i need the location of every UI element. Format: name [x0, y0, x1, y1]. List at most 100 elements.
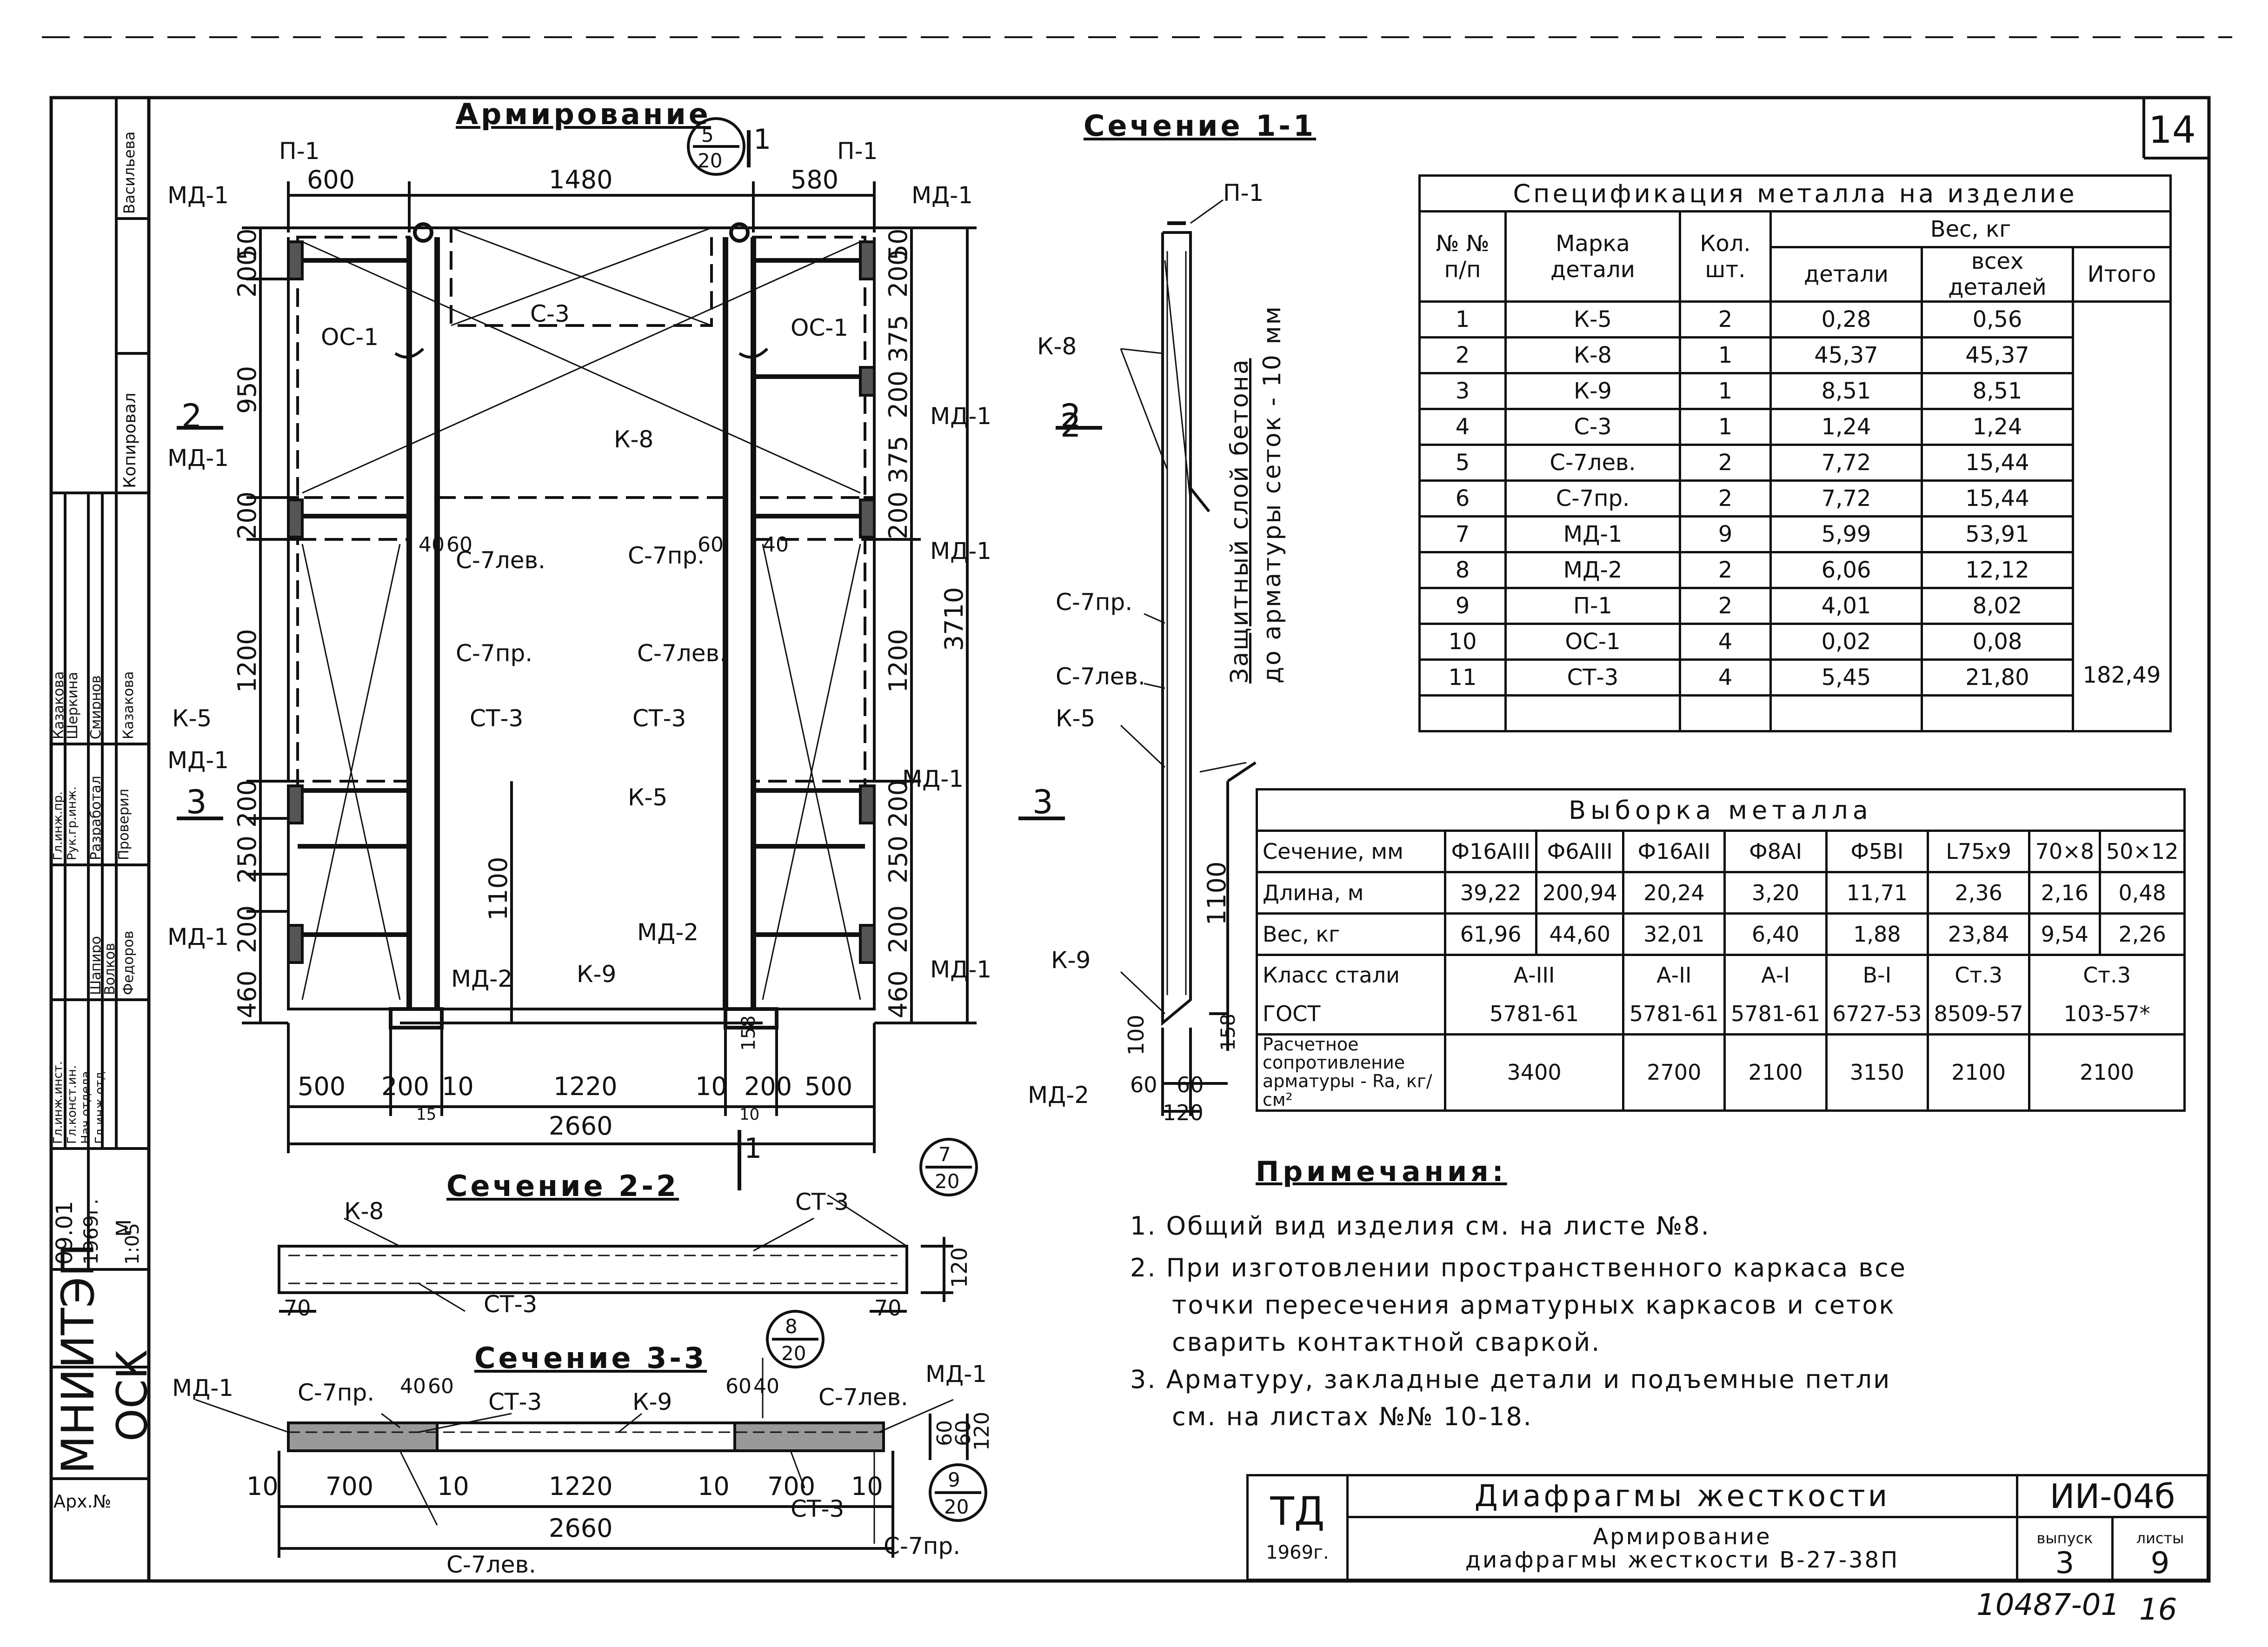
spec-cell: МД-2	[1504, 551, 1681, 589]
mark-md1-tl: МД-1	[167, 182, 229, 209]
dim-bottom-10-l: 10	[442, 1072, 474, 1101]
spec-cell: 0,08	[1921, 623, 2074, 661]
spec-cell: С-3	[1504, 408, 1681, 446]
strip-name-2: Смирнов	[88, 675, 104, 739]
s33-dim-120: 120	[970, 1412, 994, 1451]
callout-5-den: 20	[698, 149, 723, 172]
s11-mark-k5: К-5	[1056, 705, 1096, 732]
vyb-resist-3: 3150	[1825, 1033, 1929, 1112]
tb-issue: 3	[2055, 1546, 2075, 1581]
mark-k5-left: К-5	[172, 705, 212, 732]
mark-oc1-right: ОС-1	[791, 314, 849, 341]
s22-dim-120: 120	[947, 1247, 972, 1288]
vyb-resist-2: 2100	[1723, 1033, 1828, 1112]
s11-dim-60b: 60	[1177, 1072, 1204, 1097]
section-mark-2-left: 2	[181, 397, 202, 435]
dim-top-right: 580	[791, 165, 839, 194]
dim-right-460: 460	[884, 970, 913, 1018]
dim-right-200c: 200	[884, 491, 913, 539]
vyborka-row-length: Длина, м	[1256, 871, 1446, 915]
spec-cell: 2	[1418, 336, 1507, 374]
dim-bottom-500-l: 500	[298, 1072, 346, 1101]
vyb-gost-1: 5781-61	[1629, 1001, 1719, 1026]
s11-section-mark-2: 2	[1060, 406, 1081, 445]
spec-header-mark: Марка детали	[1504, 210, 1681, 303]
dim-left-200a: 200	[233, 249, 262, 298]
callout-7-den: 20	[935, 1170, 960, 1193]
dim-right-200b: 200	[884, 370, 913, 418]
dim-right-375a: 375	[884, 314, 913, 363]
dim-right-1200: 1200	[884, 629, 913, 693]
vyb-resist-1: 2700	[1622, 1033, 1726, 1112]
vyborka-weights-cell: 9,54	[2028, 912, 2102, 956]
spec-cell: 1	[1679, 336, 1772, 374]
spec-cell: МД-1	[1504, 515, 1681, 553]
vyb-class-3: В-I	[1862, 963, 1892, 988]
callout-7-num: 7	[938, 1143, 951, 1166]
dim-left-250: 250	[233, 835, 262, 883]
s33-dim-bottom-1220: 1220	[549, 1472, 613, 1501]
spec-cell: К-5	[1504, 300, 1681, 339]
section-mark-1-top: 1	[753, 123, 772, 156]
bottom-code: 10487-01	[1976, 1588, 2120, 1622]
vyborka-lengths-cell: 39,22	[1443, 871, 1538, 915]
vyborka-lengths-cell: 0,48	[2099, 871, 2186, 915]
spec-cell: С-7пр.	[1504, 479, 1681, 518]
spec-cell: 2	[1679, 479, 1772, 518]
mark-md2-right: МД-2	[637, 919, 699, 946]
dim-bottom-500-r: 500	[805, 1072, 853, 1101]
mark-p1-right: П-1	[837, 138, 878, 165]
spec-cell: 9	[1418, 587, 1507, 625]
spec-cell: 8	[1418, 551, 1507, 589]
s11-dim-1100: 1100	[1202, 861, 1231, 925]
dim-1100: 1100	[484, 857, 513, 921]
s22-mark-ct3-top: СТ-3	[795, 1189, 849, 1215]
archive-label: Арх.№	[53, 1491, 112, 1512]
s11-dim-158: 158	[1217, 1013, 1239, 1051]
vyb-gost-5: 103-57*	[2063, 1001, 2150, 1026]
vyborka-row-resist: Расчетное сопротивление арматуры - Ra, к…	[1256, 1033, 1446, 1112]
s11-mark-p1: П-1	[1223, 179, 1264, 206]
spec-cell: 5,45	[1769, 658, 1923, 697]
s33-dim-40-l: 40	[400, 1375, 426, 1398]
spec-cell: 5,99	[1769, 515, 1923, 553]
s33-dim-total: 2660	[549, 1514, 613, 1543]
vyborka-weights-cell: 6,40	[1723, 912, 1828, 956]
vyb-gost-4: 8509-57	[1934, 1001, 2023, 1026]
tb-subtitle-cell: Армирование диафрагмы жесткости В-27-38П	[1346, 1516, 2018, 1581]
note-2-cont-2: сварить контактной сваркой.	[1172, 1328, 1601, 1357]
vyborka-row-weight: Вес, кг	[1256, 912, 1446, 956]
spec-header-num: № № п/п	[1418, 210, 1507, 303]
vyborka-lengths-cell: 11,71	[1825, 871, 1929, 915]
s22-dim-70-right: 70	[874, 1295, 902, 1321]
spec-cell: 0,28	[1769, 300, 1923, 339]
tb-sheet: 9	[2150, 1546, 2170, 1581]
spec-cell: 1	[1679, 372, 1772, 410]
spec-cell: 6,06	[1769, 551, 1923, 589]
s11-mark-c7lev: С-7лев.	[1056, 663, 1145, 690]
spec-cell: 3	[1418, 372, 1507, 410]
spec-cell: 1,24	[1921, 408, 2074, 446]
dim-small-60-l: 60	[446, 533, 472, 557]
dim-right-375b: 375	[884, 435, 913, 484]
vyborka-lengths-cell: 2,36	[1927, 871, 2031, 915]
mark-md1-r5: МД-1	[930, 956, 992, 983]
callout-5-num: 5	[701, 124, 714, 146]
dim-left-200c: 200	[233, 779, 262, 828]
spec-cell: 1,24	[1769, 408, 1923, 446]
vyb-class-4: Ст.3	[1955, 963, 2003, 988]
mark-p1-left: П-1	[279, 138, 320, 165]
spec-cell: 11	[1418, 658, 1507, 697]
s33-dim-bottom-10-d: 10	[851, 1472, 883, 1501]
spec-cell: К-9	[1504, 372, 1681, 410]
spec-cell: 7,72	[1769, 444, 1923, 482]
s33-mark-ct3-top: СТ-3	[488, 1388, 542, 1415]
strip-name-3: Казакова	[51, 671, 67, 739]
vyborka-columns-cell: Ф16АIII	[1443, 830, 1538, 873]
section-11-title: Сечение 1-1	[1084, 109, 1317, 143]
